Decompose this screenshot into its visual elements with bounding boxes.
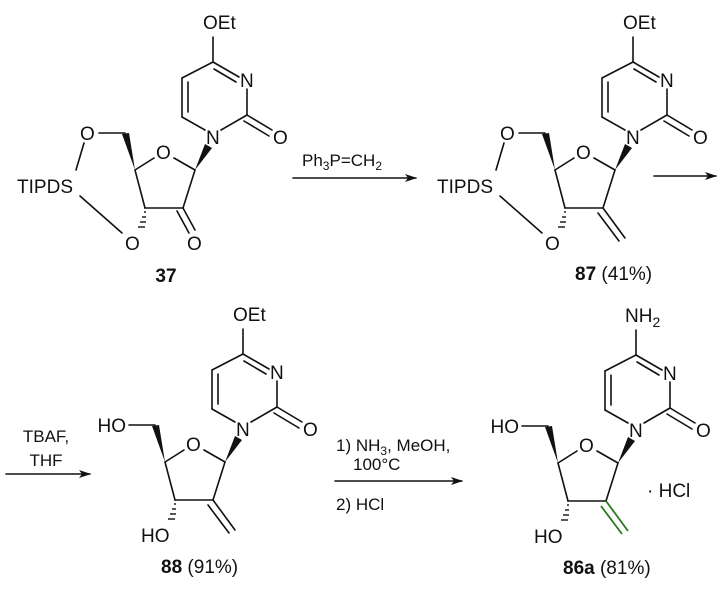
reagent-line-3: 2) HCl xyxy=(336,495,384,514)
n3-label: N xyxy=(663,364,677,385)
c2-oxo-label: O xyxy=(303,420,318,441)
compound-37: OEt N N O O O O O TIPDS 37 xyxy=(17,13,288,287)
compound-number: 37 xyxy=(155,266,176,287)
n1-label: N xyxy=(626,128,640,149)
compound-87: OEt N N O O O O TIPDS 87 (41%) xyxy=(437,13,708,285)
reagent-line-1: TBAF, xyxy=(23,427,69,446)
o5-label: O xyxy=(500,124,515,145)
silyl-label: TIPDS xyxy=(17,177,73,198)
ring-o-label: O xyxy=(186,435,201,456)
c2-oxo-label: O xyxy=(273,128,288,149)
reagent-line-1: 1) NH3, MeOH, xyxy=(336,436,450,458)
reagent-label: Ph3P=CH2 xyxy=(302,151,382,173)
n3-label: N xyxy=(240,71,254,92)
substituent-label: OEt xyxy=(623,13,656,34)
substituent-label: NH2 xyxy=(625,306,660,330)
reaction-arrow-3: TBAF, THF xyxy=(5,427,91,478)
c2p-oxo-label: O xyxy=(187,234,202,255)
c2-oxo-label: O xyxy=(693,128,708,149)
c2-oxo-label: O xyxy=(696,421,711,442)
reaction-arrow-1: Ph3P=CH2 xyxy=(292,151,417,182)
reaction-arrow-4: 1) NH3, MeOH, 100°C 2) HCl xyxy=(334,436,463,514)
substituent-label: OEt xyxy=(203,13,236,34)
n1-label: N xyxy=(236,420,250,441)
silyl-label: TIPDS xyxy=(437,177,493,198)
ring-o-label: O xyxy=(579,436,594,457)
o3-label: HO xyxy=(534,527,563,548)
compound-caption: 86a (81%) xyxy=(563,558,651,579)
o3-label: O xyxy=(545,234,560,255)
reagent-line-2: 100°C xyxy=(353,455,400,474)
n1-label: N xyxy=(206,128,220,149)
o5-label: HO xyxy=(491,417,520,438)
substituent-label: OEt xyxy=(233,305,266,326)
o3-label: O xyxy=(125,234,140,255)
compound-88: OEt N N O O HO HO 88 (91%) xyxy=(98,305,318,578)
n3-label: N xyxy=(270,363,284,384)
compound-86a: NH2 N N O O HO HO · HCl 86a (81%) xyxy=(491,306,711,579)
reagent-line-2: THF xyxy=(29,451,62,470)
n3-label: N xyxy=(660,71,674,92)
o3-label: HO xyxy=(141,526,170,547)
compound-caption: 88 (91%) xyxy=(161,557,238,578)
o5-label: O xyxy=(80,124,95,145)
ring-o-label: O xyxy=(156,143,171,164)
salt-label: · HCl xyxy=(647,481,690,502)
n1-label: N xyxy=(629,421,643,442)
ring-o-label: O xyxy=(576,143,591,164)
o5-label: HO xyxy=(98,416,127,437)
compound-caption: 87 (41%) xyxy=(575,264,652,285)
